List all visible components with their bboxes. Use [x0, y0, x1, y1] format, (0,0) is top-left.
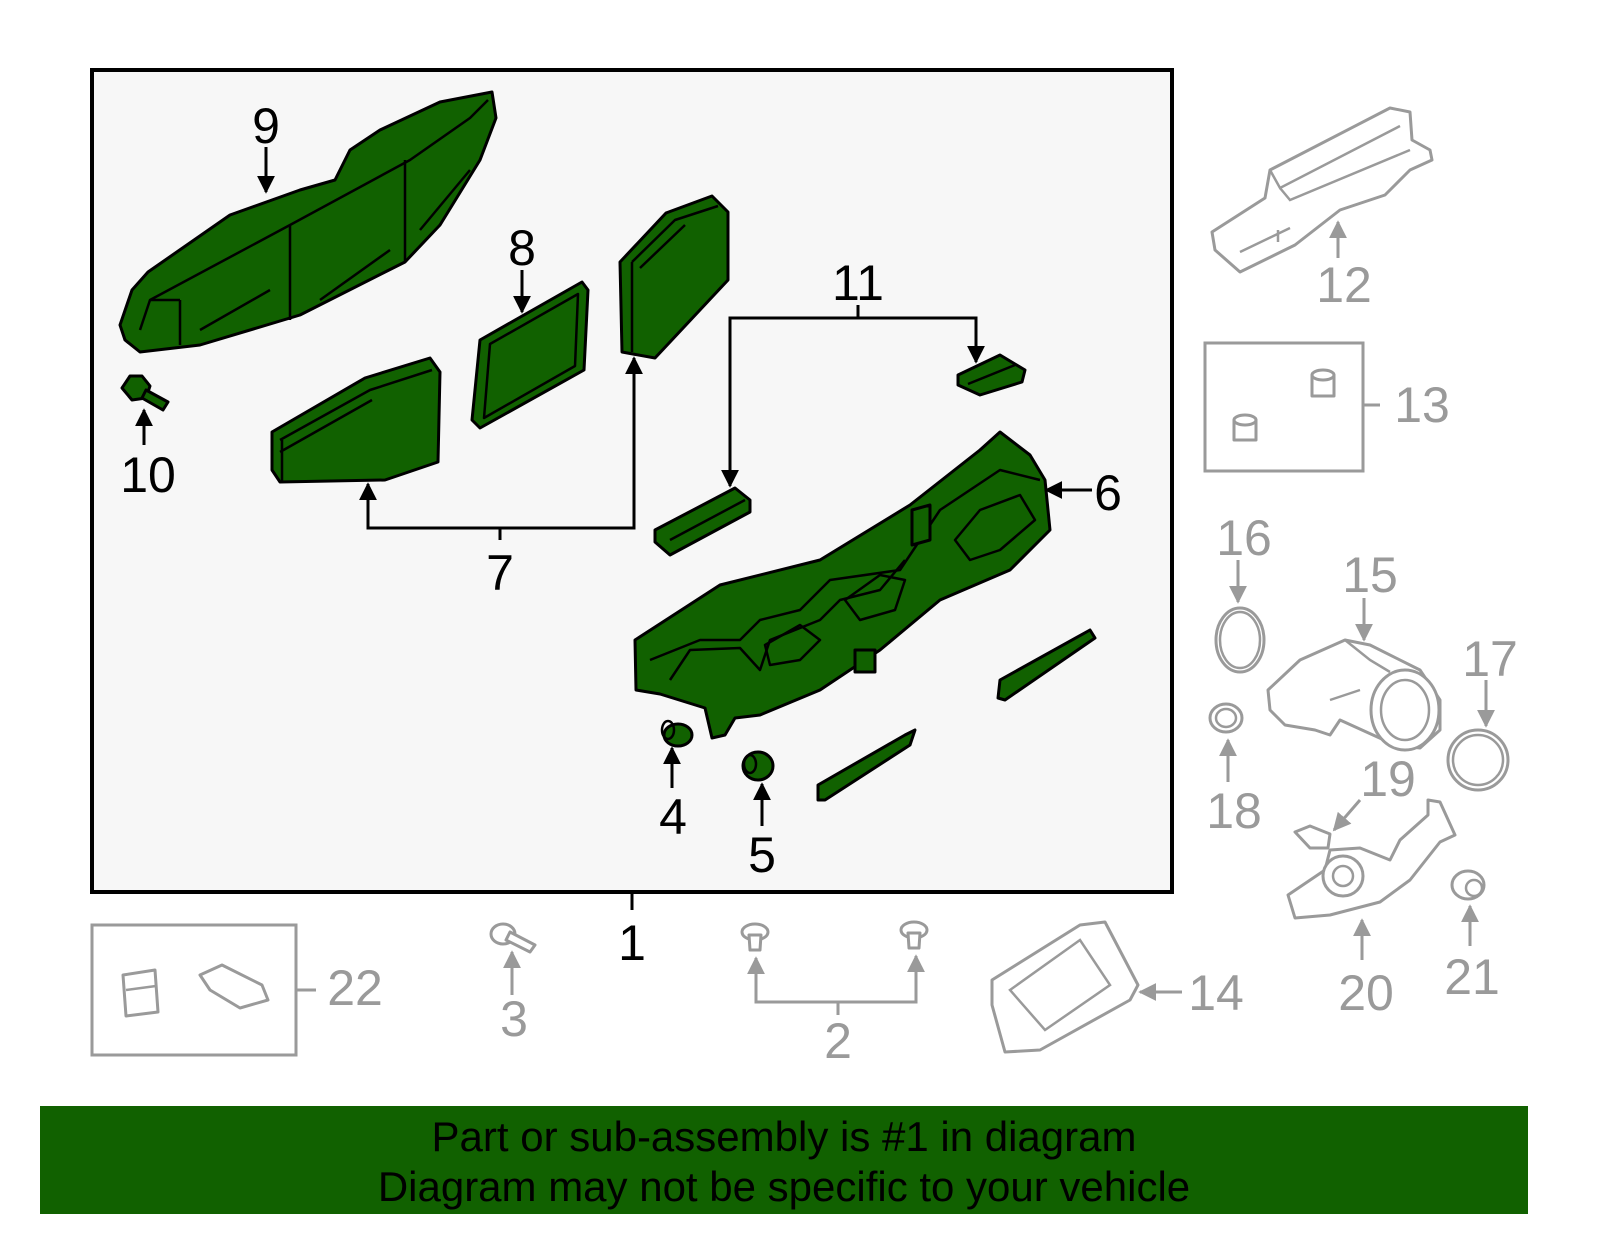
callout-21: 21	[1444, 949, 1500, 1005]
leader-11a	[721, 305, 860, 488]
banner-line-1: Part or sub-assembly is #1 in diagram	[431, 1113, 1137, 1160]
part-11-cover-a[interactable]	[653, 486, 752, 557]
part-6-lower-housing[interactable]	[633, 430, 1052, 740]
callout-5: 5	[748, 827, 776, 883]
callout-18: 18	[1206, 783, 1262, 839]
part-5-grommet[interactable]	[741, 750, 775, 782]
part-8-filter-element[interactable]	[470, 280, 590, 430]
callout-15: 15	[1342, 547, 1398, 603]
part-7-filter-left[interactable]	[270, 356, 442, 484]
part-11-cover-b[interactable]	[956, 353, 1027, 397]
callout-9: 9	[252, 98, 280, 154]
part-16-clamp[interactable]	[1214, 606, 1266, 674]
part-22-kit-box[interactable]	[90, 923, 316, 1057]
callout-6: 6	[1094, 465, 1122, 521]
callout-16: 16	[1216, 510, 1272, 566]
seal-strip-lower[interactable]	[816, 728, 917, 802]
part-21-grommet[interactable]	[1450, 869, 1486, 901]
callout-7: 7	[486, 545, 514, 601]
banner-line-2: Diagram may not be specific to your vehi…	[377, 1163, 1191, 1210]
leader-2b	[838, 954, 925, 1004]
leader-7	[359, 482, 502, 540]
part-13-kit-box[interactable]	[1203, 341, 1380, 473]
callout-3: 3	[500, 991, 528, 1047]
callout-10: 10	[120, 447, 176, 503]
callout-8: 8	[508, 220, 536, 276]
callout-22: 22	[327, 960, 383, 1016]
seal-strip-upper[interactable]	[996, 628, 1097, 702]
part-15-intake-hose[interactable]	[1266, 638, 1442, 752]
part-7-filter-right[interactable]	[618, 194, 730, 360]
callout-4: 4	[659, 789, 687, 845]
part-2-screws[interactable]	[740, 920, 929, 952]
callout-20: 20	[1338, 965, 1394, 1021]
leader-19	[1332, 799, 1362, 832]
part-4-grommet[interactable]	[660, 719, 694, 748]
leader-7b	[500, 356, 643, 530]
part-3-bolt[interactable]	[489, 922, 537, 954]
part-12-intake-duct[interactable]	[1210, 106, 1434, 274]
callout-2: 2	[824, 1013, 852, 1069]
leader-2a	[747, 956, 840, 1015]
callout-19: 19	[1360, 751, 1416, 807]
callout-14: 14	[1188, 965, 1244, 1021]
info-banner: Part or sub-assembly is #1 in diagram Di…	[40, 1106, 1528, 1214]
callout-17: 17	[1462, 631, 1518, 687]
leader-11b	[858, 316, 985, 364]
part-20-connector-pipe[interactable]	[1286, 798, 1457, 920]
callout-12: 12	[1316, 257, 1372, 313]
part-14-air-inlet[interactable]	[990, 920, 1140, 1054]
part-18-clip[interactable]	[1208, 702, 1244, 734]
part-17-clamp[interactable]	[1446, 728, 1510, 792]
callout-13: 13	[1394, 377, 1450, 433]
part-10-bolt[interactable]	[120, 374, 170, 412]
part-9-upper-housing[interactable]	[118, 90, 498, 354]
callout-1: 1	[618, 915, 646, 971]
part-19-clip[interactable]	[1293, 824, 1332, 850]
callout-11: 11	[832, 255, 884, 311]
